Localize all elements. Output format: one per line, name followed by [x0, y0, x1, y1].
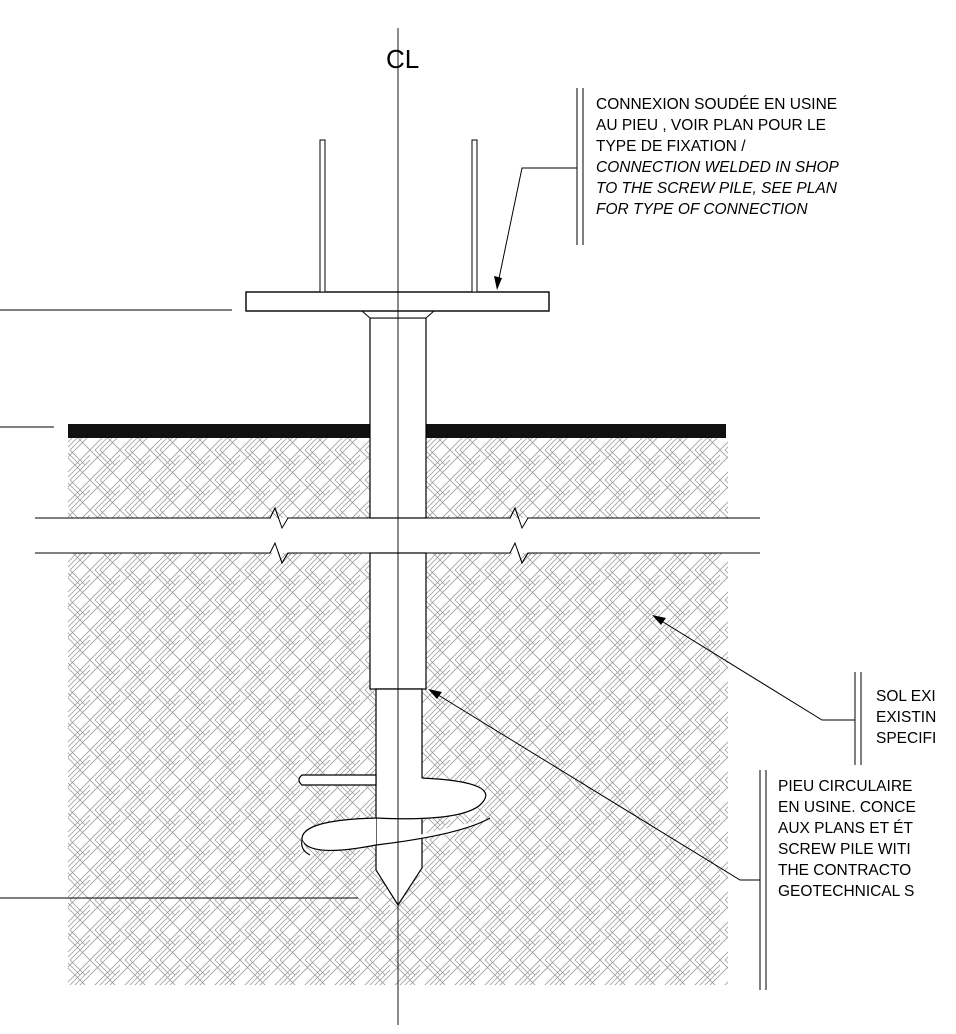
helix [298, 774, 491, 856]
note-soil-line-3: SPECIFI [876, 730, 937, 747]
note-connection-line-1: CONNEXION SOUDÉE EN USINE [596, 96, 838, 113]
note-connection-line-2: AU PIEU , VOIR PLAN POUR LE [596, 117, 826, 134]
leader-pile [429, 689, 760, 881]
leader-top-arrow [494, 276, 502, 290]
note-bar-pile [759, 770, 767, 990]
note-pile-line-2: EN USINE. CONCE [778, 799, 916, 816]
note-soil-line-2: EXISTIN [876, 709, 937, 726]
note-connection-line-6: FOR TYPE OF CONNECTION [596, 201, 808, 218]
note-pile-line-3: AUX PLANS ET ÉT [778, 820, 913, 837]
anchor-stud-left [319, 139, 326, 293]
leader-pile-arrow [428, 689, 442, 699]
leader-soil-arrow [652, 615, 666, 625]
note-pile-line-4: SCREW PILE WITI [778, 841, 911, 858]
note-connection: CONNEXION SOUDÉE EN USINE AU PIEU , VOIR… [596, 94, 839, 220]
note-connection-line-3: TYPE DE FIXATION / [596, 138, 746, 155]
note-connection-line-5: TO THE SCREW PILE, SEE PLAN [596, 180, 837, 197]
note-bar-top [576, 88, 584, 245]
leader-top [496, 167, 577, 289]
leader-soil [654, 616, 855, 721]
note-pile-line-5: THE CONTRACTO [778, 862, 912, 879]
note-pile: PIEU CIRCULAIRE EN USINE. CONCE AUX PLAN… [778, 776, 916, 902]
note-pile-line-6: GEOTECHNICAL S [778, 883, 915, 900]
note-pile-line-1: PIEU CIRCULAIRE [778, 778, 913, 795]
anchor-stud-right [471, 139, 478, 293]
note-bar-soil [854, 672, 862, 765]
note-soil-line-1: SOL EXI [876, 688, 936, 705]
cap-plate [245, 291, 550, 312]
note-soil: SOL EXI EXISTIN SPECIFI [876, 686, 936, 749]
note-connection-line-4: CONNECTION WELDED IN SHOP [596, 159, 839, 176]
centerline-symbol: CL [386, 44, 420, 74]
